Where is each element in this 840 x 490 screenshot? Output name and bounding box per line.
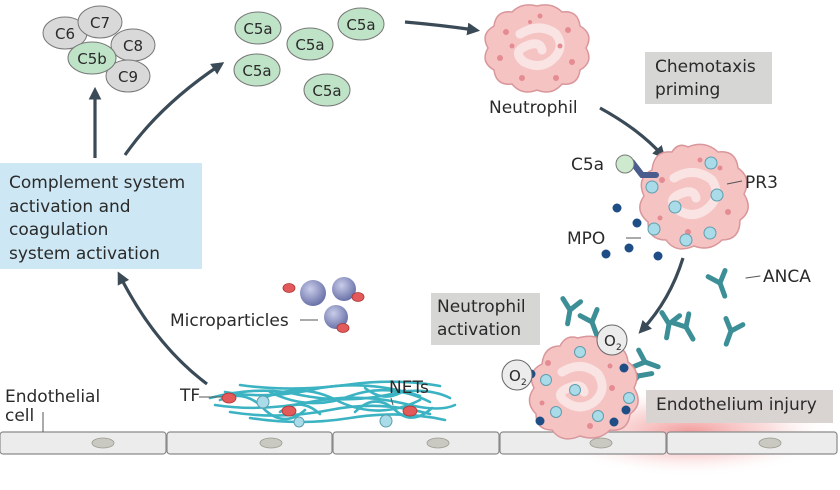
svg-text:C8: C8 bbox=[123, 37, 143, 55]
net-particles bbox=[221, 392, 418, 428]
complement-c8: C8 bbox=[110, 28, 156, 62]
svg-text:C5a: C5a bbox=[312, 82, 341, 100]
activation-box-line: coagulation bbox=[9, 220, 109, 240]
chemotaxis-box: Chemotaxis priming bbox=[645, 52, 772, 104]
svg-text:C9: C9 bbox=[118, 68, 138, 86]
svg-text:2: 2 bbox=[521, 378, 527, 388]
endothelial-label-line1: Endothelial bbox=[5, 387, 100, 407]
nets bbox=[208, 380, 457, 424]
neutrophil-activation-line: activation bbox=[437, 320, 522, 340]
activation-box-line: activation and bbox=[9, 196, 131, 217]
complement-c9: C9 bbox=[105, 59, 151, 93]
microparticles bbox=[282, 277, 365, 333]
svg-text:2: 2 bbox=[616, 343, 622, 353]
svg-text:C5a: C5a bbox=[346, 16, 375, 34]
complement-c6: C6 bbox=[42, 16, 88, 50]
neutrophil-activation-line: Neutrophil bbox=[437, 297, 526, 317]
endothelial-layer bbox=[0, 412, 838, 455]
activation-box-line: Complement system bbox=[9, 173, 186, 193]
resting-neutrophil bbox=[484, 4, 590, 93]
svg-text:O: O bbox=[509, 367, 521, 385]
mpo-label: MPO bbox=[567, 229, 605, 249]
endothelium-injury-label: Endothelium injury bbox=[656, 395, 817, 415]
complement-c5b: C5b bbox=[67, 41, 117, 75]
c5a-molecule: C5a bbox=[337, 7, 385, 41]
svg-text:O: O bbox=[604, 332, 616, 350]
microparticles-label: Microparticles bbox=[170, 311, 289, 331]
c5a-molecule: C5a bbox=[233, 53, 281, 87]
c5a-molecules: C5a C5a C5a C5a C5a bbox=[233, 7, 385, 107]
complement-c7: C7 bbox=[77, 5, 123, 39]
c5a-receptor-label: C5a bbox=[571, 155, 604, 175]
c5a-molecule: C5a bbox=[234, 11, 282, 45]
svg-text:C5a: C5a bbox=[295, 36, 324, 54]
neutrophil-label: Neutrophil bbox=[489, 98, 578, 118]
anca-label: ANCA bbox=[763, 267, 811, 287]
svg-text:C5a: C5a bbox=[242, 62, 271, 80]
primed-neutrophil bbox=[615, 143, 749, 250]
endothelium-injury-box: Endothelium injury bbox=[646, 390, 833, 423]
tf-label: TF bbox=[179, 386, 200, 406]
cycle-arrows bbox=[88, 20, 685, 386]
svg-text:C5a: C5a bbox=[243, 20, 272, 38]
activation-box: Complement system activation and coagula… bbox=[0, 163, 202, 269]
activation-box-line: system activation bbox=[9, 243, 161, 264]
svg-text:C7: C7 bbox=[90, 14, 110, 32]
chemotaxis-box-line: priming bbox=[655, 80, 721, 100]
neutrophil-activation-box: Neutrophil activation bbox=[431, 293, 540, 345]
c5a-molecule: C5a bbox=[303, 73, 351, 107]
svg-labels: Neutrophil C5a PR3 MPO ANCA Microparticl… bbox=[5, 98, 811, 426]
complement-cluster: C6 C7 C8 C9 C5b bbox=[42, 5, 156, 93]
endothelial-label-line2: cell bbox=[5, 406, 34, 426]
c5a-molecule: C5a bbox=[286, 27, 334, 61]
oxygen-bubbles: O 2 O 2 bbox=[501, 324, 628, 391]
pr3-label: PR3 bbox=[745, 173, 778, 193]
svg-text:C5b: C5b bbox=[77, 50, 107, 68]
nets-label: NETs bbox=[389, 378, 429, 398]
mpo-dots bbox=[601, 203, 663, 261]
svg-text:C6: C6 bbox=[55, 25, 75, 43]
chemotaxis-box-line: Chemotaxis bbox=[655, 57, 756, 77]
